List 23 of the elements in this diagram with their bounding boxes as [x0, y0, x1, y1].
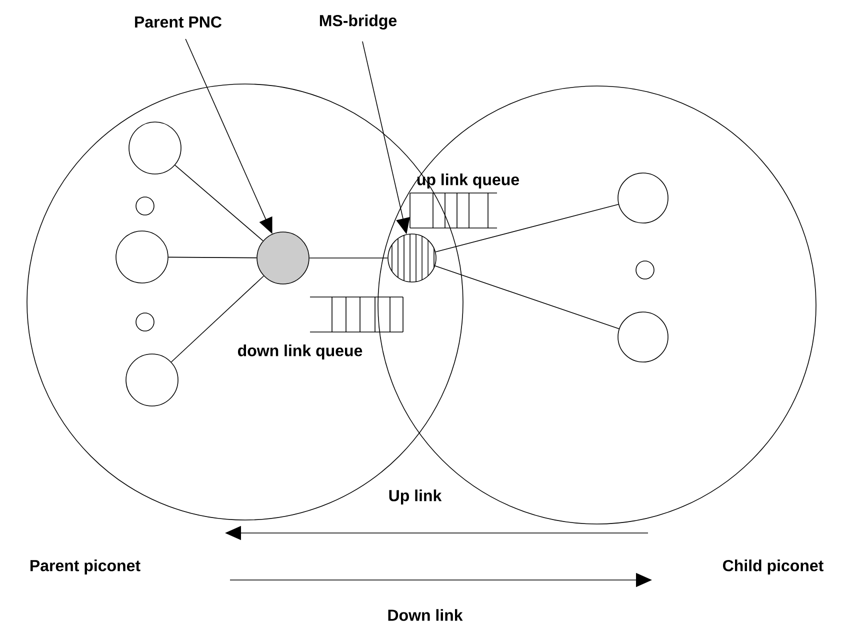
text-label: Parent piconet [30, 560, 140, 574]
pnc-circle [256, 232, 310, 284]
text-label: Child piconet [723, 560, 824, 574]
link-line [174, 164, 264, 242]
node-label: MS-bridge [320, 14, 397, 30]
link-line [168, 256, 257, 258]
text-label: Down link [388, 609, 463, 621]
link-line [434, 266, 620, 330]
device-circle [636, 260, 654, 280]
link-line [170, 276, 264, 362]
text-label: Up link [389, 490, 442, 504]
link-line [435, 204, 619, 252]
device-circle [618, 172, 668, 224]
device-circle [116, 230, 168, 284]
piconet-circle [378, 86, 816, 524]
device-circle [126, 354, 178, 406]
device-circle [618, 312, 668, 362]
device-circle [136, 312, 154, 332]
queue-label: down link queue [238, 344, 362, 360]
bridge-circle [388, 234, 436, 282]
node-label: Parent PNC [135, 16, 222, 28]
device-circle [128, 122, 182, 174]
device-circle [136, 196, 154, 216]
